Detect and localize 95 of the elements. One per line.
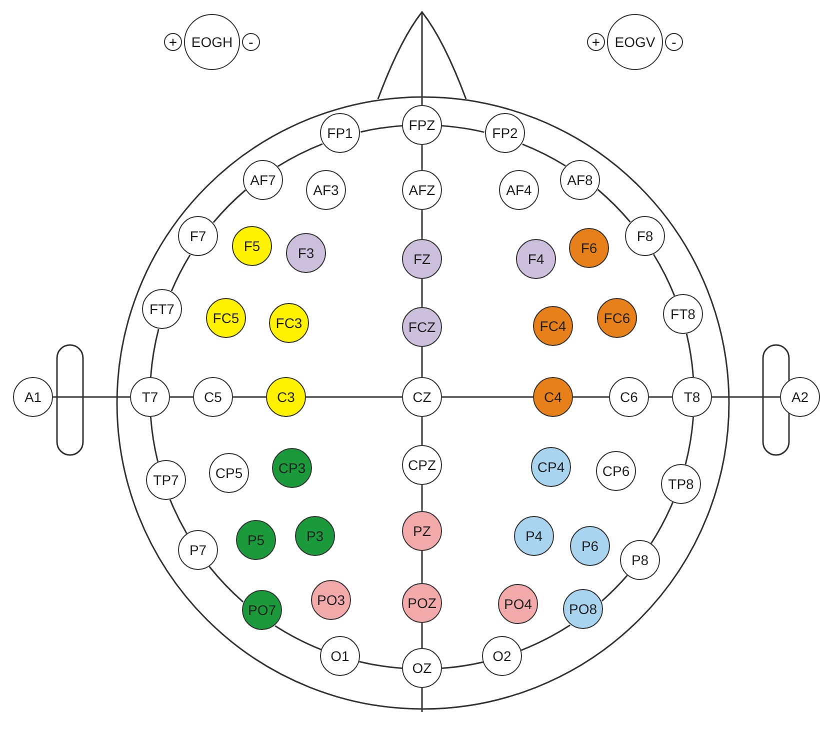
electrode-circle: P3 <box>295 516 335 556</box>
electrode-circle: P5 <box>236 520 276 560</box>
connector-line <box>170 396 193 398</box>
polarity-sign: + <box>587 33 605 51</box>
connector-line <box>212 189 246 223</box>
electrode-circle: EOGV <box>607 14 663 70</box>
electrode-circle: TP8 <box>661 464 701 504</box>
electrode-circle: AF3 <box>306 170 346 210</box>
connector-line <box>306 396 402 398</box>
connector-line <box>522 144 566 167</box>
connector-line <box>649 396 672 398</box>
connector-line <box>421 210 423 239</box>
electrode-circle: AFZ <box>402 170 442 210</box>
electrode-circle: FC3 <box>269 303 309 343</box>
electrode-circle: PO4 <box>498 584 538 624</box>
connector-line <box>421 551 423 583</box>
electrode-circle: P7 <box>178 530 218 570</box>
electrode-circle: AF4 <box>499 170 539 210</box>
connector-line <box>360 124 402 133</box>
electrode-circle: F5 <box>232 226 272 266</box>
polarity-sign: - <box>242 33 260 51</box>
electrode-circle: F8 <box>625 216 665 256</box>
connector-line <box>597 188 631 222</box>
electrode-circle: FC6 <box>597 298 637 338</box>
electrode-circle: PO7 <box>242 590 282 630</box>
electrode-circle: F3 <box>286 233 326 273</box>
electrode-circle: TP7 <box>146 460 186 500</box>
electrode-circle: P8 <box>620 540 660 580</box>
electrode-circle: F7 <box>178 216 218 256</box>
electrode-circle: FC5 <box>206 298 246 338</box>
electrode-circle: O1 <box>320 636 360 676</box>
electrode-circle: FT7 <box>142 289 182 329</box>
connector-line <box>150 416 159 462</box>
electrode-circle: AF7 <box>243 160 283 200</box>
electrode-circle: P6 <box>570 526 610 566</box>
electrode-circle: FC4 <box>533 306 573 346</box>
electrode-circle: PO3 <box>311 580 351 620</box>
electrode-circle: T8 <box>672 377 712 417</box>
connector-line <box>53 396 130 398</box>
connector-line <box>684 416 694 465</box>
connector-line <box>208 566 244 602</box>
connector-line <box>421 485 423 511</box>
electrode-circle: F4 <box>516 239 556 279</box>
electrode-circle: FZ <box>402 239 442 279</box>
connector-line <box>421 347 423 377</box>
connector-line <box>170 254 191 292</box>
electrode-circle: CP6 <box>596 451 636 491</box>
connector-line <box>233 396 266 398</box>
electrode-circle: FP1 <box>320 113 360 153</box>
electrode-circle: FCZ <box>402 307 442 347</box>
connector-line <box>686 334 694 378</box>
electrode-circle: C6 <box>609 377 649 417</box>
electrode-circle: CP5 <box>209 453 249 493</box>
electrode-circle: FPZ <box>402 105 442 145</box>
electrode-circle: A1 <box>13 377 53 417</box>
connector-line <box>442 124 484 133</box>
electrode-circle: PZ <box>402 511 442 551</box>
electrode-circle: PO8 <box>563 589 603 629</box>
electrode-circle: C5 <box>193 377 233 417</box>
electrode-circle: EOGH <box>184 14 240 70</box>
connector-line <box>150 328 160 378</box>
electrode-circle: CZ <box>402 377 442 417</box>
electrode-circle: FT8 <box>663 294 703 334</box>
polarity-sign: - <box>665 33 683 51</box>
connector-line <box>274 625 322 650</box>
electrode-circle: T7 <box>130 377 170 417</box>
connector-line <box>169 499 188 534</box>
electrode-circle: FP2 <box>485 113 525 153</box>
connector-line <box>573 396 609 398</box>
electrode-circle: A2 <box>780 377 820 417</box>
connector-line <box>421 145 423 170</box>
electrode-circle: CP3 <box>272 448 312 488</box>
electrode-circle: POZ <box>402 583 442 623</box>
connector-line <box>442 396 533 398</box>
electrode-circle: C4 <box>533 377 573 417</box>
electrode-circle: AF8 <box>560 160 600 200</box>
connector-line <box>442 661 484 670</box>
connector-line <box>602 574 628 602</box>
connector-line <box>652 254 676 296</box>
electrode-circle: CP4 <box>531 447 571 487</box>
connector-line <box>421 279 423 307</box>
connector-line <box>712 396 780 398</box>
electrode-circle: OZ <box>402 648 442 688</box>
electrode-circle: O2 <box>482 636 522 676</box>
electrode-circle: CPZ <box>402 445 442 485</box>
connector-line <box>421 417 423 445</box>
connector-line <box>359 660 402 670</box>
electrode-circle: P4 <box>514 516 554 556</box>
polarity-sign: + <box>164 33 182 51</box>
connector-line <box>421 623 423 648</box>
connector-line <box>520 624 570 651</box>
connector-line <box>650 502 674 544</box>
electrode-circle: F6 <box>569 228 609 268</box>
electrode-circle: C3 <box>266 377 306 417</box>
connector-line <box>277 143 323 168</box>
